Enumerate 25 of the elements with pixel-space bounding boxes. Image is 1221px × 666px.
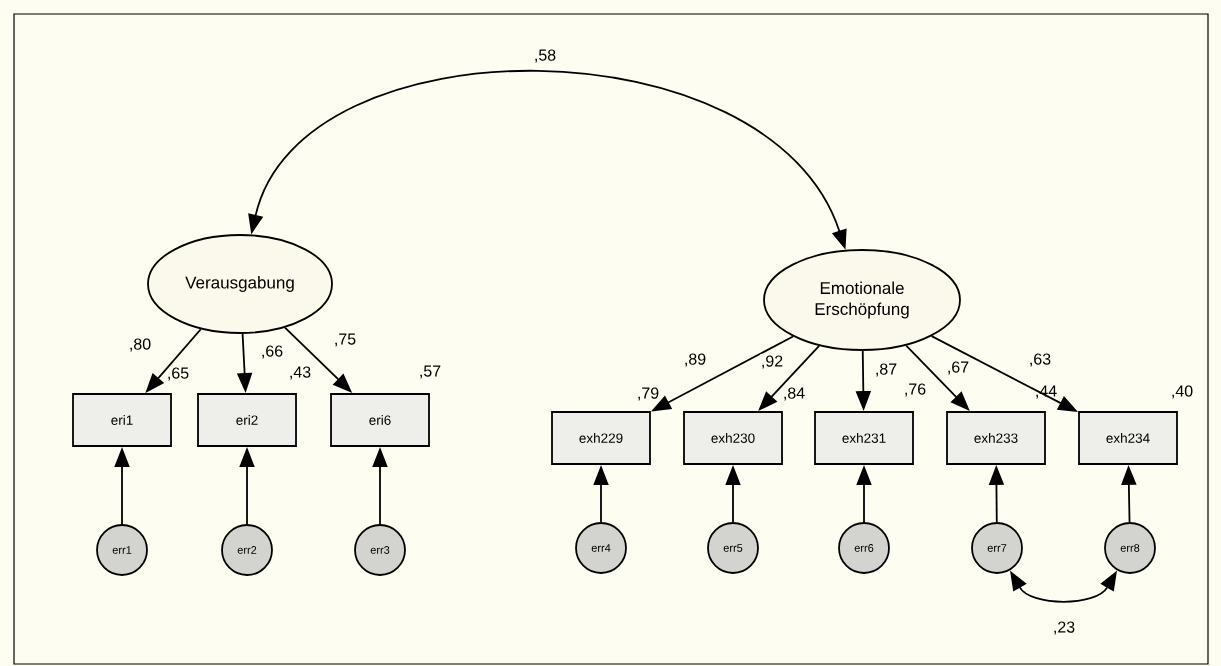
indicator-box: eri6 [330,393,430,447]
edge-label: ,58 [532,48,558,64]
indicator-box: eri2 [197,393,297,447]
edge-label: ,66 [259,344,285,360]
edge-label: ,23 [1051,620,1077,636]
r-squared-value: ,40 [1172,385,1193,399]
r-squared-value: ,65 [168,367,189,381]
edge-label: ,89 [682,352,708,368]
edge-label: ,87 [873,362,899,378]
indicator-box: exh229 [551,411,651,465]
edge-label: ,75 [332,332,358,348]
r-squared-value: ,57 [420,365,441,379]
edge-label: ,63 [1027,352,1053,368]
indicator-box: eri1 [72,393,172,447]
edge-label: ,80 [127,337,153,353]
edge-label: ,92 [759,354,785,370]
r-squared-value: ,79 [638,387,659,401]
indicator-box: exh231 [814,411,914,465]
r-squared-value: ,43 [290,366,311,380]
edge-label: ,67 [945,360,971,376]
indicator-box: exh233 [946,411,1046,465]
r-squared-value: ,76 [905,383,926,397]
r-squared-value: ,84 [784,387,805,401]
indicator-box: exh234 [1078,411,1178,465]
indicator-box: exh230 [683,411,783,465]
